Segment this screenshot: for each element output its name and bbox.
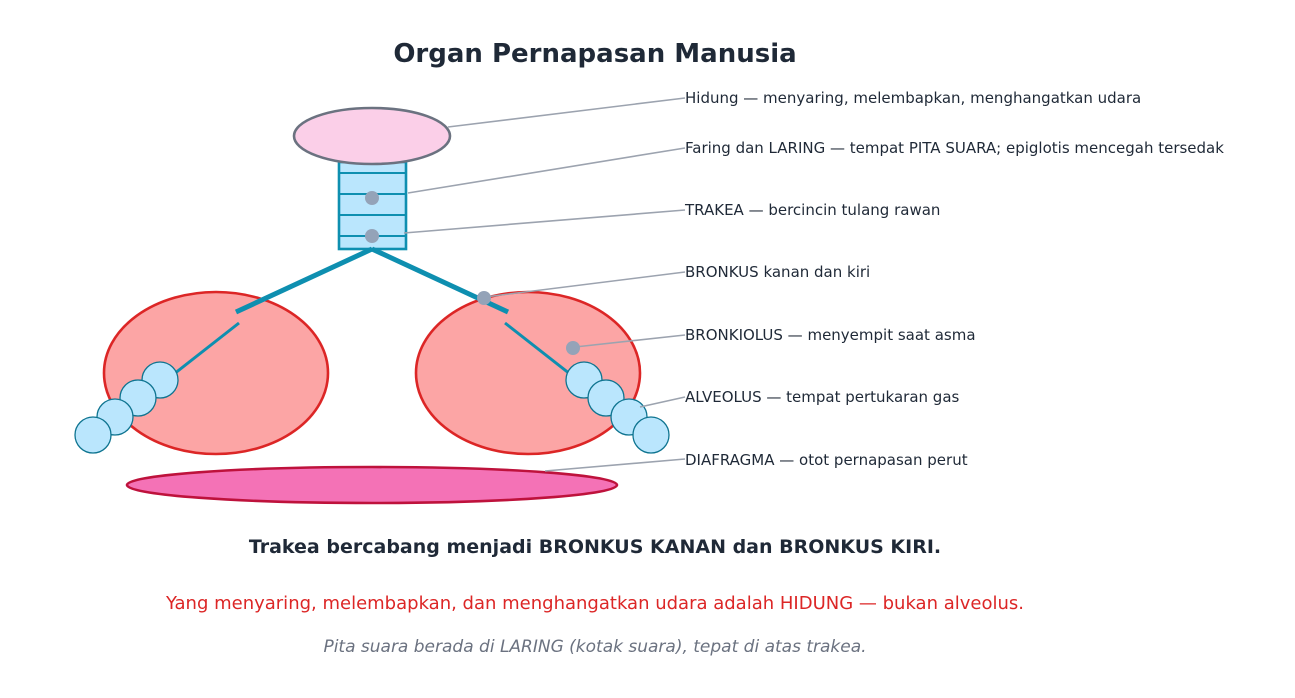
label-faring: Faring dan LARING — tempat PITA SUARA; e… xyxy=(685,139,1224,157)
right-bronchiole xyxy=(504,321,580,383)
label-alveolus: ALVEOLUS — tempat pertukaran gas xyxy=(685,388,960,406)
note-nose-function: Yang menyaring, melembapkan, dan menghan… xyxy=(165,593,1024,614)
left-alveoli xyxy=(74,361,179,454)
right-lung xyxy=(414,290,642,456)
faring-anchor-dot xyxy=(365,191,379,205)
diaphragm xyxy=(125,465,619,505)
label-hidung: Hidung — menyaring, melembapkan, menghan… xyxy=(685,89,1141,107)
diagram-title: Organ Pernapasan Manusia xyxy=(393,39,796,69)
label-bronkiolus: BRONKIOLUS — menyempit saat asma xyxy=(685,326,976,344)
bronkiolus-anchor-dot xyxy=(566,341,580,355)
left-bronchiole xyxy=(164,321,240,383)
nose xyxy=(292,106,452,166)
trakea-anchor-dot xyxy=(365,229,379,243)
label-bronkus: BRONKUS kanan dan kiri xyxy=(685,263,870,281)
left-lung xyxy=(102,290,330,456)
label-trakea: TRAKEA — bercincin tulang rawan xyxy=(684,201,940,219)
right-alveoli xyxy=(565,361,670,454)
note-bronchus-branching: Trakea bercabang menjadi BRONKUS KANAN d… xyxy=(249,536,941,558)
note-vocal-cords: Pita suara berada di LARING (kotak suara… xyxy=(323,637,866,657)
leader-lines xyxy=(403,97,686,472)
bronkus-anchor-dot xyxy=(477,291,491,305)
label-diafragma: DIAFRAGMA — otot pernapasan perut xyxy=(685,451,968,469)
left-bronchus xyxy=(234,246,374,315)
